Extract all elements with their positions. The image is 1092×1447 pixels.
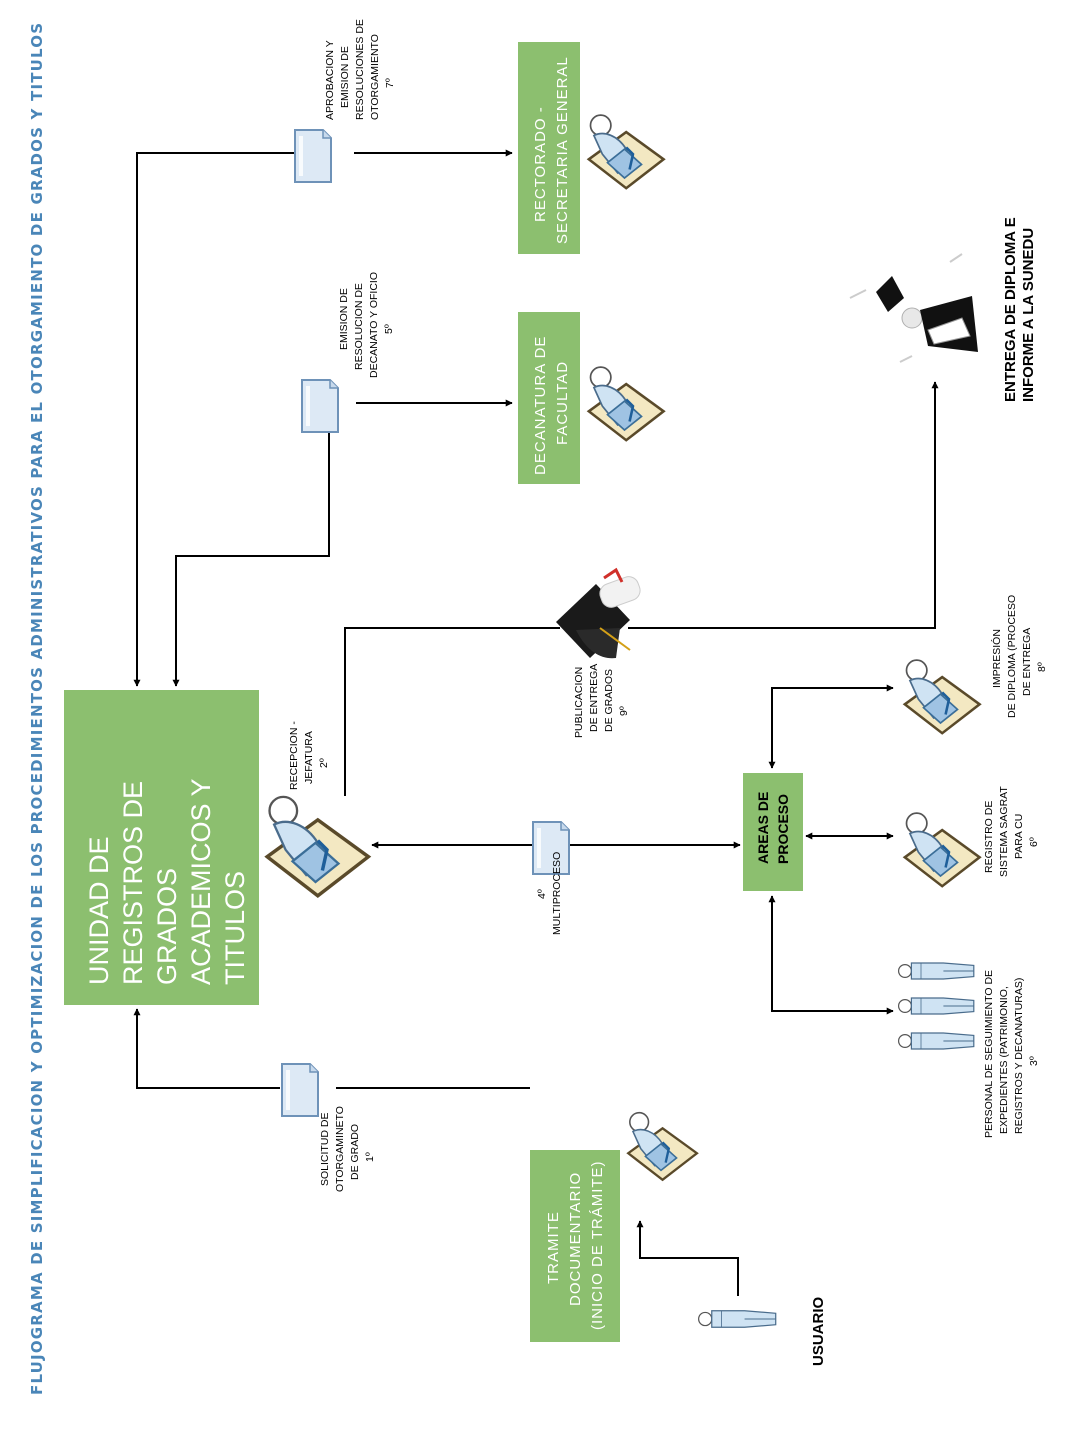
- rectorado-box: RECTORADO - SECRETARIA GENERAL: [518, 42, 580, 254]
- label-solicitud: SOLICITUD DE OTORGAMINETO DE GRADO 1º: [319, 1106, 376, 1192]
- personal-line-2: EXPEDIENTES (PATRIMONIO,: [998, 986, 1010, 1134]
- impresion-line-4: 8º: [1036, 662, 1048, 672]
- tramite-line-1: TRAMITE: [545, 1211, 562, 1284]
- graduation-cap-icon: [556, 567, 641, 659]
- person-at-desk-icon: [903, 811, 981, 888]
- emision-line-4: 5º: [383, 324, 395, 334]
- publicacion-line-1: PUBLICACION: [573, 667, 585, 738]
- label-emision: EMISION DE RESOLUCION DE DECANATO Y OFIC…: [338, 272, 395, 378]
- personal-line-4: 3º: [1028, 1056, 1040, 1066]
- solicitud-line-2: OTORGAMINETO: [334, 1106, 346, 1192]
- label-multiproceso: 4º MULTIPROCESO: [536, 852, 563, 935]
- label-registro: REGISTRO DE SISTEMA SAGRAT PARA CU 6º: [983, 786, 1040, 877]
- connectors: [133, 149, 939, 1296]
- publicacion-line-3: DE GRADOS: [603, 669, 615, 732]
- person-at-desk-icon: [903, 658, 981, 735]
- recepcion-line-2: JEFATURA: [303, 731, 315, 784]
- registro-line-4: 6º: [1028, 837, 1040, 847]
- person-at-desk-icon: [587, 113, 665, 190]
- areas-line-1: AREAS DE: [755, 792, 771, 864]
- decanatura-line-1: DECANATURA DE: [532, 336, 549, 475]
- label-entrega: ENTREGA DE DIPLOMA E INFORME A LA SUNEDU: [1002, 217, 1037, 402]
- document-icon: [281, 1063, 319, 1117]
- solicitud-line-1: SOLICITUD DE: [319, 1112, 331, 1186]
- registro-line-2: SISTEMA SAGRAT: [998, 786, 1010, 877]
- personal-line-1: PERSONAL DE SEGUIMIENTO DE: [983, 970, 995, 1138]
- publicacion-line-4: 9º: [618, 706, 630, 716]
- entrega-line-1: ENTREGA DE DIPLOMA E: [1002, 217, 1019, 402]
- emision-line-2: RESOLUCION DE: [353, 283, 365, 370]
- aprobacion-line-5: 7º: [384, 78, 396, 88]
- label-usuario: USUARIO: [810, 1296, 827, 1366]
- areas-line-2: PROCESO: [775, 794, 791, 864]
- standing-person-icon: [897, 962, 975, 980]
- publicacion-line-2: DE ENTREGA: [588, 664, 600, 732]
- document-icon: [294, 129, 332, 183]
- recepcion-line-3: 2º: [318, 758, 330, 768]
- impresion-line-3: DE ENTREGA: [1021, 628, 1033, 696]
- aprobacion-line-4: OTORGAMIENTO: [369, 34, 381, 120]
- graduate-figure-icon: [849, 253, 978, 363]
- label-recepcion: RECEPCION - JEFATURA 2º: [288, 721, 330, 790]
- unidad-line-3: GRADOS: [152, 868, 182, 985]
- aprobacion-line-3: RESOLUCIONES DE: [354, 19, 366, 120]
- registro-line-3: PARA CU: [1013, 814, 1025, 859]
- multiproceso-line-1: 4º: [536, 889, 548, 899]
- solicitud-line-3: DE GRADO: [349, 1124, 361, 1180]
- emision-line-3: DECANATO Y OFICIO: [368, 272, 380, 378]
- registro-line-1: REGISTRO DE: [983, 801, 995, 873]
- decanatura-line-2: FACULTAD: [554, 361, 571, 445]
- label-aprobacion: APROBACION Y EMISION DE RESOLUCIONES DE …: [324, 19, 396, 120]
- solicitud-line-4: 1º: [364, 1152, 376, 1162]
- standing-person-icon: [897, 1032, 975, 1050]
- unidad-line-5: TITULOS: [220, 871, 250, 985]
- diagram-title: FLUJOGRAMA DE SIMPLIFICACION Y OPTIMIZAC…: [28, 22, 46, 1395]
- aprobacion-line-1: APROBACION Y: [324, 40, 336, 120]
- decanatura-box: DECANATURA DE FACULTAD: [518, 312, 580, 484]
- impresion-line-1: IMPRESIÓN: [990, 629, 1003, 688]
- personal-line-3: REGISTROS Y DECANATURAS): [1013, 978, 1025, 1134]
- standing-person-icon: [897, 997, 975, 1015]
- rectorado-line-1: RECTORADO -: [532, 106, 549, 222]
- tramite-line-2: DOCUMENTARIO: [567, 1172, 584, 1306]
- document-icon: [301, 379, 339, 433]
- emision-line-1: EMISION DE: [338, 288, 350, 350]
- rectorado-line-2: SECRETARIA GENERAL: [554, 56, 571, 244]
- unidad-line-2: REGISTROS DE: [118, 781, 148, 985]
- label-publicacion: PUBLICACION DE ENTREGA DE GRADOS 9º: [573, 664, 630, 738]
- unidad-line-1: UNIDAD DE: [84, 836, 114, 985]
- person-at-desk-icon: [587, 365, 665, 442]
- impresion-line-2: DE DIPLOMA (PROCESO: [1006, 595, 1018, 718]
- standing-person-icon: [698, 1310, 777, 1328]
- multiproceso-line-2: MULTIPROCESO: [551, 852, 563, 935]
- person-at-desk-icon: [265, 795, 371, 898]
- label-personal: PERSONAL DE SEGUIMIENTO DE EXPEDIENTES (…: [983, 970, 1040, 1138]
- tramite-box: TRAMITE DOCUMENTARIO (INICIO DE TRÁMITE): [530, 1150, 620, 1342]
- areas-proceso-box: AREAS DE PROCESO: [743, 773, 803, 891]
- unidad-line-4: ACADEMICOS Y: [186, 778, 216, 985]
- entrega-line-2: INFORME A LA SUNEDU: [1020, 228, 1037, 402]
- person-at-desk-icon: [627, 1111, 699, 1181]
- recepcion-line-1: RECEPCION -: [288, 721, 300, 790]
- aprobacion-line-2: EMISION DE: [339, 46, 351, 108]
- tramite-line-3: (INICIO DE TRÁMITE): [589, 1160, 606, 1330]
- unidad-registros-box: UNIDAD DE REGISTROS DE GRADOS ACADEMICOS…: [64, 690, 259, 1005]
- label-impresion: IMPRESIÓN DE DIPLOMA (PROCESO DE ENTREGA…: [990, 595, 1048, 718]
